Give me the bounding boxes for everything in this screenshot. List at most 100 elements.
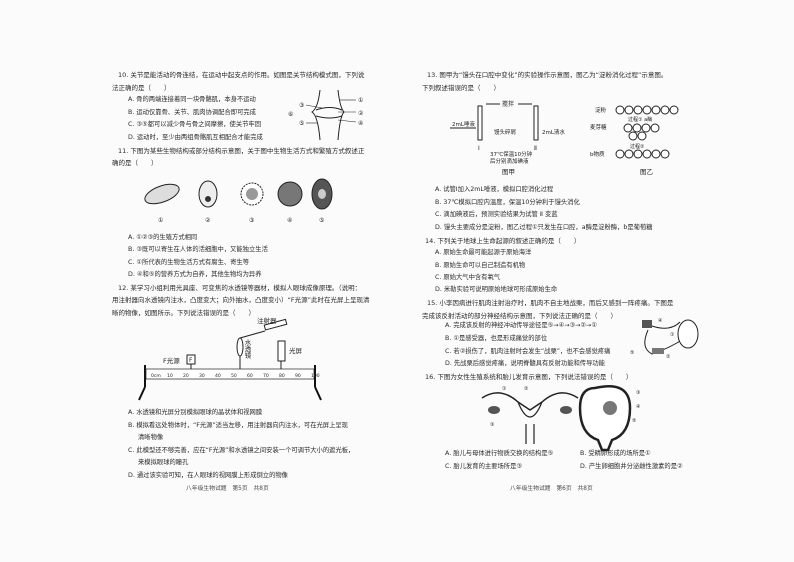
q11-option-b: B. ③既可以寄生在人体的活细胞中，又能独立生活 [128,246,268,253]
page-footer-left: 八年级生物试题 第5页 共8页 [186,486,269,492]
ruler-tick-label: 20 [183,373,189,379]
f-letter: F [189,357,193,364]
q12-stem: 12. 某学习小组利用光具座、可变焦的水透镜等器材，模拟人眼球成像原理。（说明： [118,284,362,292]
page-footer-right: 八年级生物试题 第6页 共8页 [510,486,593,492]
q13-option-b: B. 37℃模拟口腔内温度，保温10分钟利于馒头消化 [435,199,580,206]
glucose-unit-icon [623,123,633,133]
note-label: 37℃保温10分钟 [490,150,533,158]
q14-option-a: A. 原始生命最可能起源于原始海洋 [435,249,532,256]
q16-option-b: B. 受精卵形成的场所是① [580,450,651,457]
q10-option-c: C. ③⑤都可以减少骨与骨之间摩擦，使关节牢固 [128,121,262,128]
q12-option-c-cont: 来模拟眼球的瞳孔 [138,459,189,466]
label-2: ② [358,110,364,117]
glucose-unit-icon [632,123,642,133]
label-1: ① [502,386,507,392]
q12-option-a: A. 水透镜和光屏分别模拟眼球的晶状体和视网膜 [128,409,263,416]
glucose-unit-icon [615,149,625,159]
reflex-arc-figure: ④ ① ⑤ ② [630,318,699,360]
q13-stem: 13. 图甲为“馒头在口腔中变化”的实验操作示意图，图乙为“淀粉消化过程”示意图… [427,71,668,79]
ruler-tick-label: 60 [247,373,253,379]
label-2: ② [666,354,671,360]
glucose-unit-icon [624,149,634,159]
starch-label: 淀粉 [595,106,607,114]
muscle-icon [642,320,652,328]
q15-option-b: B. ①是感受器，也是形成痛觉的部位 [445,335,548,342]
label-5: ⑤ [299,120,304,127]
b-substance-label: b物质 [590,150,605,158]
glucose-unit-icon [628,131,638,141]
tube-1-label: Ⅰ [478,145,480,152]
ruler-tick-label: 70 [263,373,269,379]
note-label-2: 后分别滴加碘液 [490,157,529,165]
q14-option-d: D. 米勒实验可说明原始地球可形成原始生命 [435,286,558,293]
label-4: ④ [636,404,641,410]
glucose-unit-icon [615,105,625,115]
test-tube-1 [477,105,483,141]
q11-option-c: C. ①所代表的生物生活方式有腐生、寄生等 [128,259,250,266]
glucose-unit-icon [624,105,634,115]
ruler-tick-label: 90 [295,373,301,379]
q10-option-b: B. 运动仅靠骨、关节、肌肉协调配合即可完成 [128,109,256,116]
q10-option-d: D. 运动时，至少由两组骨骼肌互相配合才能完成 [128,134,263,141]
joint-diagram: ① ② ④ ③ ⑤ ⑥ [288,89,364,141]
label-3b: ③ [636,390,640,396]
q15-option-c: C. 若②损伤了，肌肉注射时会发生“战栗”，也不会感觉疼痛 [445,348,611,355]
q12-stem-cont2: 晰的物像，如图所示。下列说法错误的是（ ） [112,309,255,317]
glucose-unit-icon [641,123,651,133]
spinal-cord-icon [677,319,699,349]
q16-option-d: D. 产生卵细胞并分泌雌性激素的是② [580,463,683,470]
womb-icon [578,385,632,452]
ruler-tick-label: 30 [199,373,205,379]
ruler-tick-label: 50 [231,373,237,379]
label-4: ④ [287,217,292,224]
label-1: ① [358,97,363,104]
syringe-icon [263,318,288,331]
glucose-unit-icon [660,149,670,159]
q16-option-c: C. 胎儿发育的主要场所是③ [445,463,523,470]
process-2-label: 过程② [630,143,645,150]
label-3: ③ [490,422,494,428]
glucose-unit-icon [637,131,647,141]
saliva-label: 2mL唾液 [452,120,475,128]
q13-stem-cont: 下列叙述错误的是（ ） [422,84,500,92]
glucose-unit-icon [669,105,679,115]
ruler-tick-label: 80 [279,373,285,379]
figure-a-caption: 图甲 [502,168,515,176]
crumbs-label: 馒头碎屑 [494,128,516,136]
screen-icon [277,340,286,362]
label-2: ② [524,386,529,392]
glucose-unit-icon [651,105,661,115]
maltose-label: 麦芽糖 [590,123,607,131]
uterus-icon [481,392,579,411]
glucose-unit-icon [642,105,652,115]
q10-stem-cont: 法正确的是（ ） [112,84,171,92]
label-5: ⑤ [632,418,636,424]
test-tube-2 [533,105,539,141]
label-4: ④ [358,120,363,127]
water-lens-label: 水透镜 [243,338,251,360]
reproductive-figure: ① ② ③ ③ ④ ⑤ [481,385,641,452]
water-label: 2mL清水 [542,128,565,136]
q13-option-a: A. 试管Ⅰ加入2mL唾液，模拟口腔消化过程 [435,186,554,193]
tube-2-label: Ⅱ [534,145,537,152]
q12-stem-cont: 用注射器向水透镜内注水，凸度变大；向外抽水，凸度变小）“F光源”此时在光屏上呈现… [112,296,370,304]
label-5: ⑤ [630,350,634,356]
q16-option-a: A. 胎儿与母体进行物质交换的结构是⑤ [445,450,554,457]
q10-option-a: A. 骨的两端连接着同一块骨骼肌，本身不运动 [128,96,256,103]
q15-option-d: D. 先战栗后感觉疼痛，说明脊髓具有反射功能和传导功能 [445,360,605,367]
bacterium-icon [144,183,180,205]
label-4: ④ [658,318,663,324]
q14-stem: 14. 下列关于地球上生命起源的叙述正确的是（ ） [425,237,581,245]
fetus-icon [603,401,617,415]
f-light-source-label: F光源 [163,356,180,365]
ruler [145,368,315,380]
ruler-tick-label: 100 [311,373,320,379]
q12-option-d: D. 通过该实验可知，在人眼球的视网膜上形成倒立的物像 [128,472,288,479]
q12-option-b-cont: 清晰物像 [138,434,164,441]
ruler-tick-label: 40 [215,373,221,379]
q13-option-d: D. 馒头主要成分是淀粉，图乙过程①只发生在口腔，a酶是淀粉酶，b是葡萄糖 [435,224,653,231]
q15-stem-cont: 完成该反射活动的部分神经结构示意图，下列说法正确的是（ ） [422,312,617,320]
skin-icon [652,348,664,354]
q13-option-c: C. 滴加碘液后，预测实验结果为试管 Ⅱ 变蓝 [435,211,558,218]
